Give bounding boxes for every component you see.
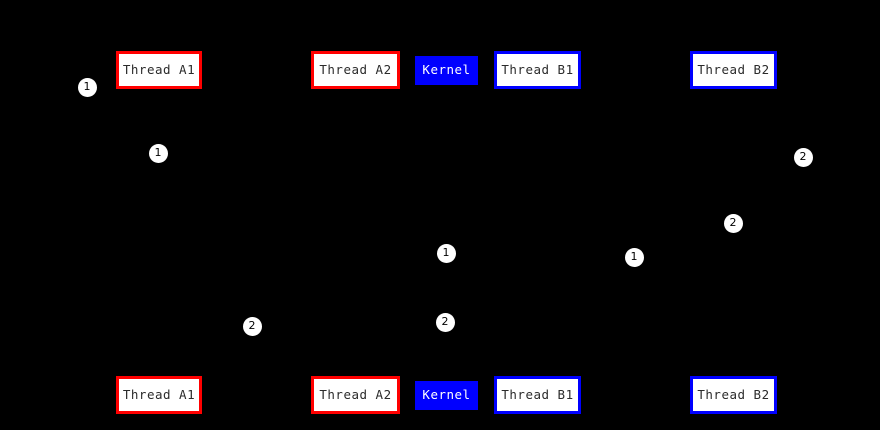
step-badge[interactable]: 1	[77, 77, 97, 97]
participant-label: Kernel	[422, 62, 471, 78]
step-badge-label: 1	[83, 80, 91, 93]
lifeline-thread-a2	[355, 89, 356, 376]
participant-box-thread-a2-top[interactable]: Thread A2	[311, 51, 400, 89]
participant-box-kernel-top[interactable]: Kernel	[415, 56, 478, 85]
step-badge[interactable]: 2	[793, 147, 813, 167]
participant-label: Thread B2	[697, 386, 770, 402]
step-badge[interactable]: 2	[723, 213, 743, 233]
participant-box-thread-b1-top[interactable]: Thread B1	[494, 51, 581, 89]
participant-label: Thread B1	[501, 61, 574, 77]
participant-label: Thread A2	[319, 386, 392, 402]
step-badge-label: 2	[441, 315, 449, 328]
lifeline-kernel	[446, 89, 447, 376]
participant-box-thread-b1-bottom[interactable]: Thread B1	[494, 376, 581, 414]
participant-box-thread-a1-bottom[interactable]: Thread A1	[116, 376, 202, 414]
participant-box-thread-a1-top[interactable]: Thread A1	[116, 51, 202, 89]
step-badge[interactable]: 1	[624, 247, 644, 267]
message-arrow-5	[355, 322, 446, 323]
participant-box-thread-b2-bottom[interactable]: Thread B2	[690, 376, 777, 414]
step-badge-label: 1	[442, 246, 450, 259]
participant-label: Thread A1	[122, 386, 196, 402]
message-arrow-6	[733, 223, 803, 224]
step-badge[interactable]: 1	[436, 243, 456, 263]
step-badge-label: 1	[154, 146, 162, 159]
message-arrow-1	[159, 153, 355, 154]
step-badge[interactable]: 2	[435, 312, 455, 332]
step-badge[interactable]: 2	[242, 316, 262, 336]
participant-box-thread-a2-bottom[interactable]: Thread A2	[311, 376, 400, 414]
participant-box-thread-b2-top[interactable]: Thread B2	[690, 51, 777, 89]
step-badge-label: 2	[248, 319, 256, 332]
step-badge-label: 1	[630, 250, 638, 263]
step-badge[interactable]: 1	[148, 143, 168, 163]
participant-box-kernel-bottom[interactable]: Kernel	[415, 381, 478, 410]
lifeline-thread-b1	[537, 89, 538, 376]
participant-label: Thread A1	[122, 61, 196, 77]
participant-label: Thread B2	[697, 61, 770, 77]
message-arrow-2	[446, 253, 537, 254]
lifeline-thread-a1	[159, 89, 160, 376]
lifeline-thread-b2	[733, 89, 734, 376]
participant-label: Kernel	[422, 387, 471, 403]
participant-label: Thread A2	[319, 61, 392, 77]
step-badge-label: 2	[799, 150, 807, 163]
step-badge-label: 2	[729, 216, 737, 229]
participant-label: Thread B1	[501, 386, 574, 402]
